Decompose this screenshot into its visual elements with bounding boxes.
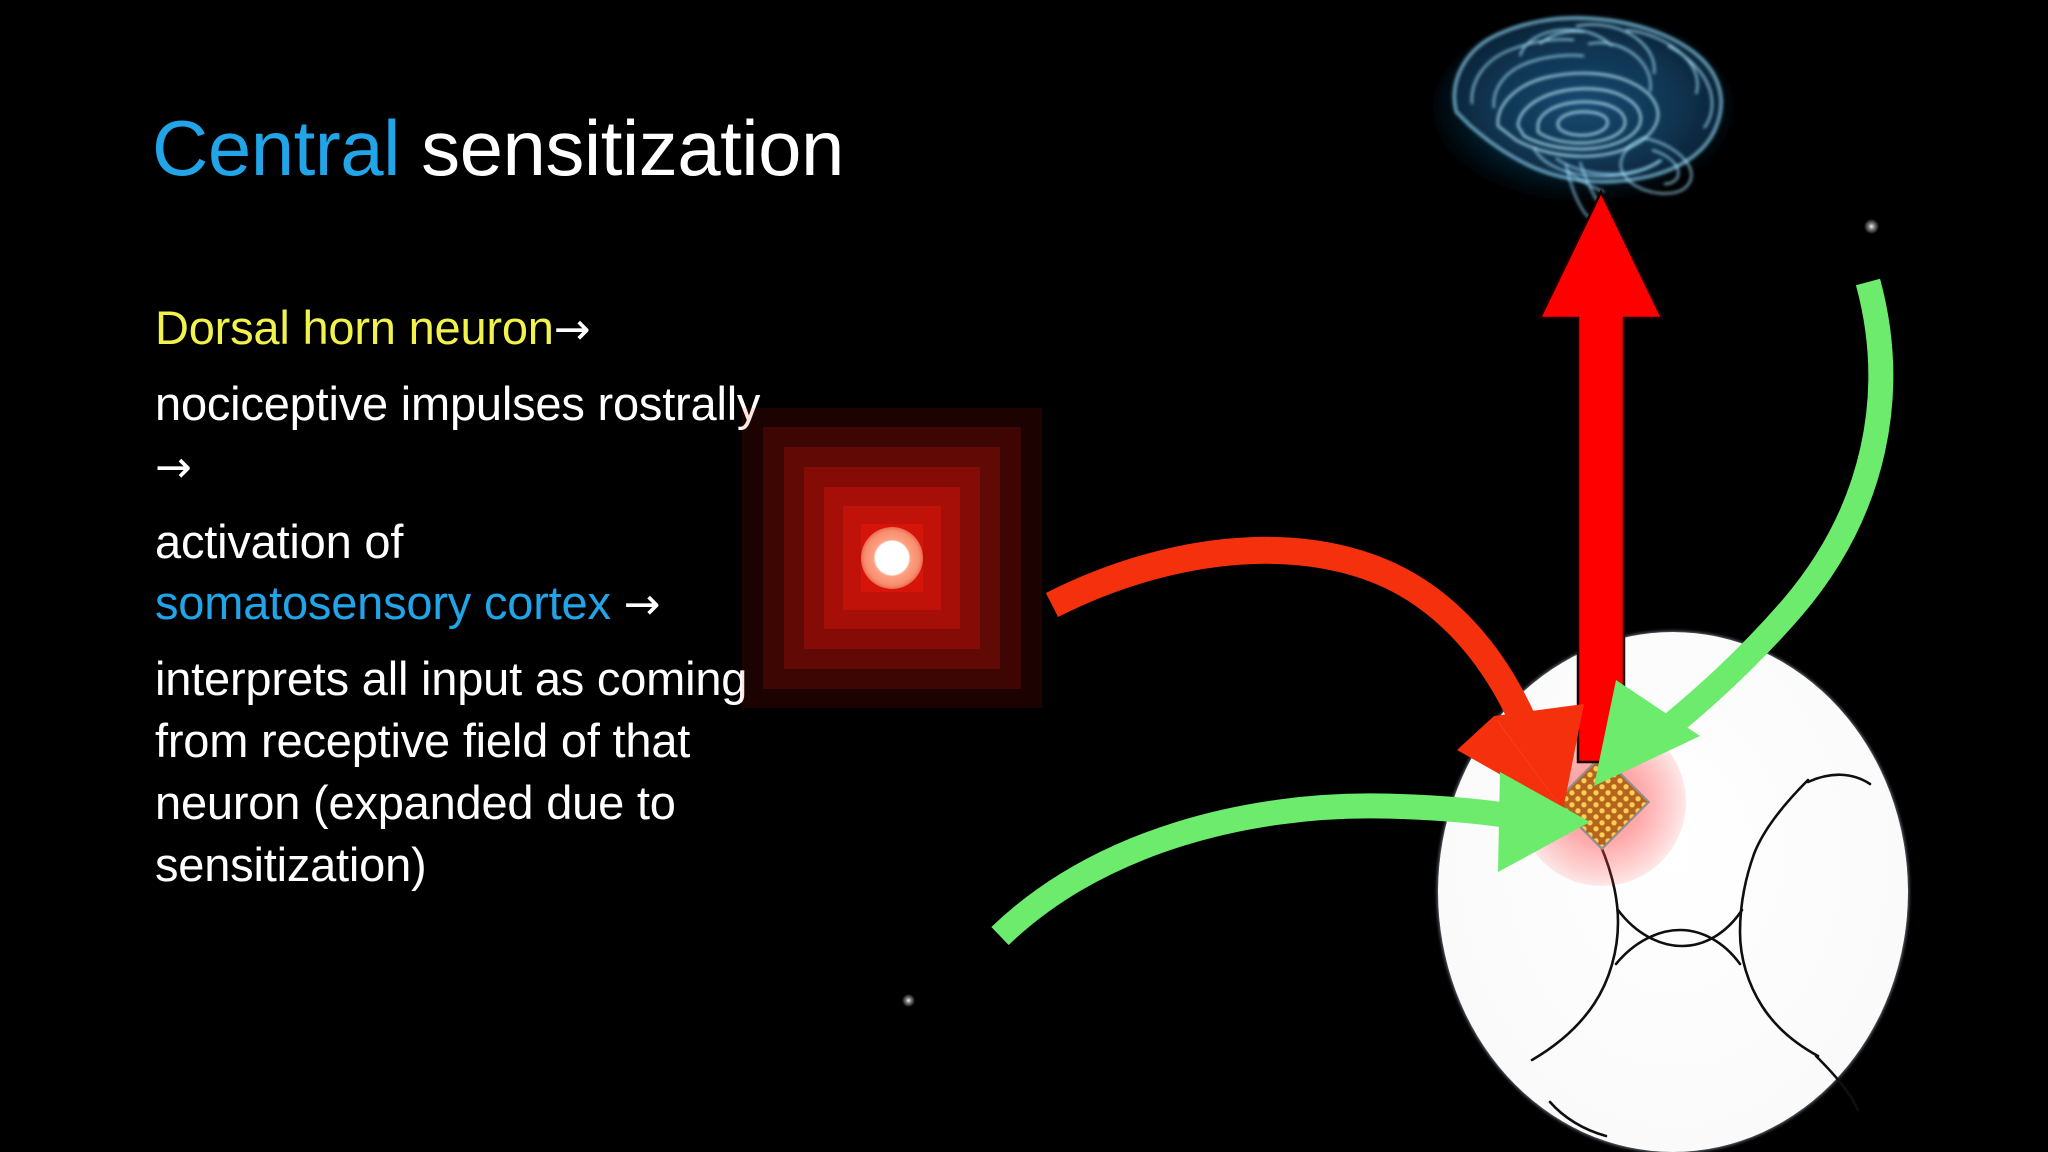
receptive-field-graphic <box>732 398 1052 718</box>
arrow-glyph-icon-3: → <box>623 579 661 631</box>
ascending-nociceptive-arrow <box>1538 189 1664 764</box>
receptive-field-center-dot <box>861 527 923 589</box>
arrow-glyph-icon-1: → <box>553 304 591 355</box>
page-title: Central sensitization <box>152 107 844 190</box>
brain-illustration <box>1420 8 1750 224</box>
text-run-nociceptive-impulses: nociceptive impulses rostrally <box>155 376 761 430</box>
bullet-activation-cortex: activation of somatosensory cortex → <box>155 511 805 635</box>
text-run-dorsal-horn-neuron: Dorsal horn neuron <box>155 301 554 354</box>
text-run-activation-of: activation of <box>155 514 404 568</box>
bullet-interprets-input: interprets all input as coming from rece… <box>155 648 805 895</box>
peripheral-input-arrow-upper <box>1594 278 1894 786</box>
receptive-field-input-arrow <box>1045 536 1584 810</box>
title-accent-word: Central <box>152 104 400 192</box>
bullet-dorsal-horn-neuron: Dorsal horn neuron→ <box>155 297 805 359</box>
gray-matter-outline-svg <box>1530 770 1872 1138</box>
text-run-interprets-input: interprets all input as coming from rece… <box>155 652 748 891</box>
background-speck-1 <box>1864 219 1879 234</box>
body-text-block: Dorsal horn neuron→ nociceptive impulses… <box>155 297 805 907</box>
arrow-glyph-icon-2: → <box>155 441 192 493</box>
peripheral-input-arrow-lower <box>991 772 1590 946</box>
background-speck-2 <box>902 994 915 1007</box>
brain-svg <box>1433 15 1733 224</box>
title-plain-word: sensitization <box>399 104 844 192</box>
bullet-nociceptive-impulses: nociceptive impulses rostrally → <box>155 373 805 497</box>
text-run-somatosensory-cortex: somatosensory cortex <box>155 576 611 630</box>
